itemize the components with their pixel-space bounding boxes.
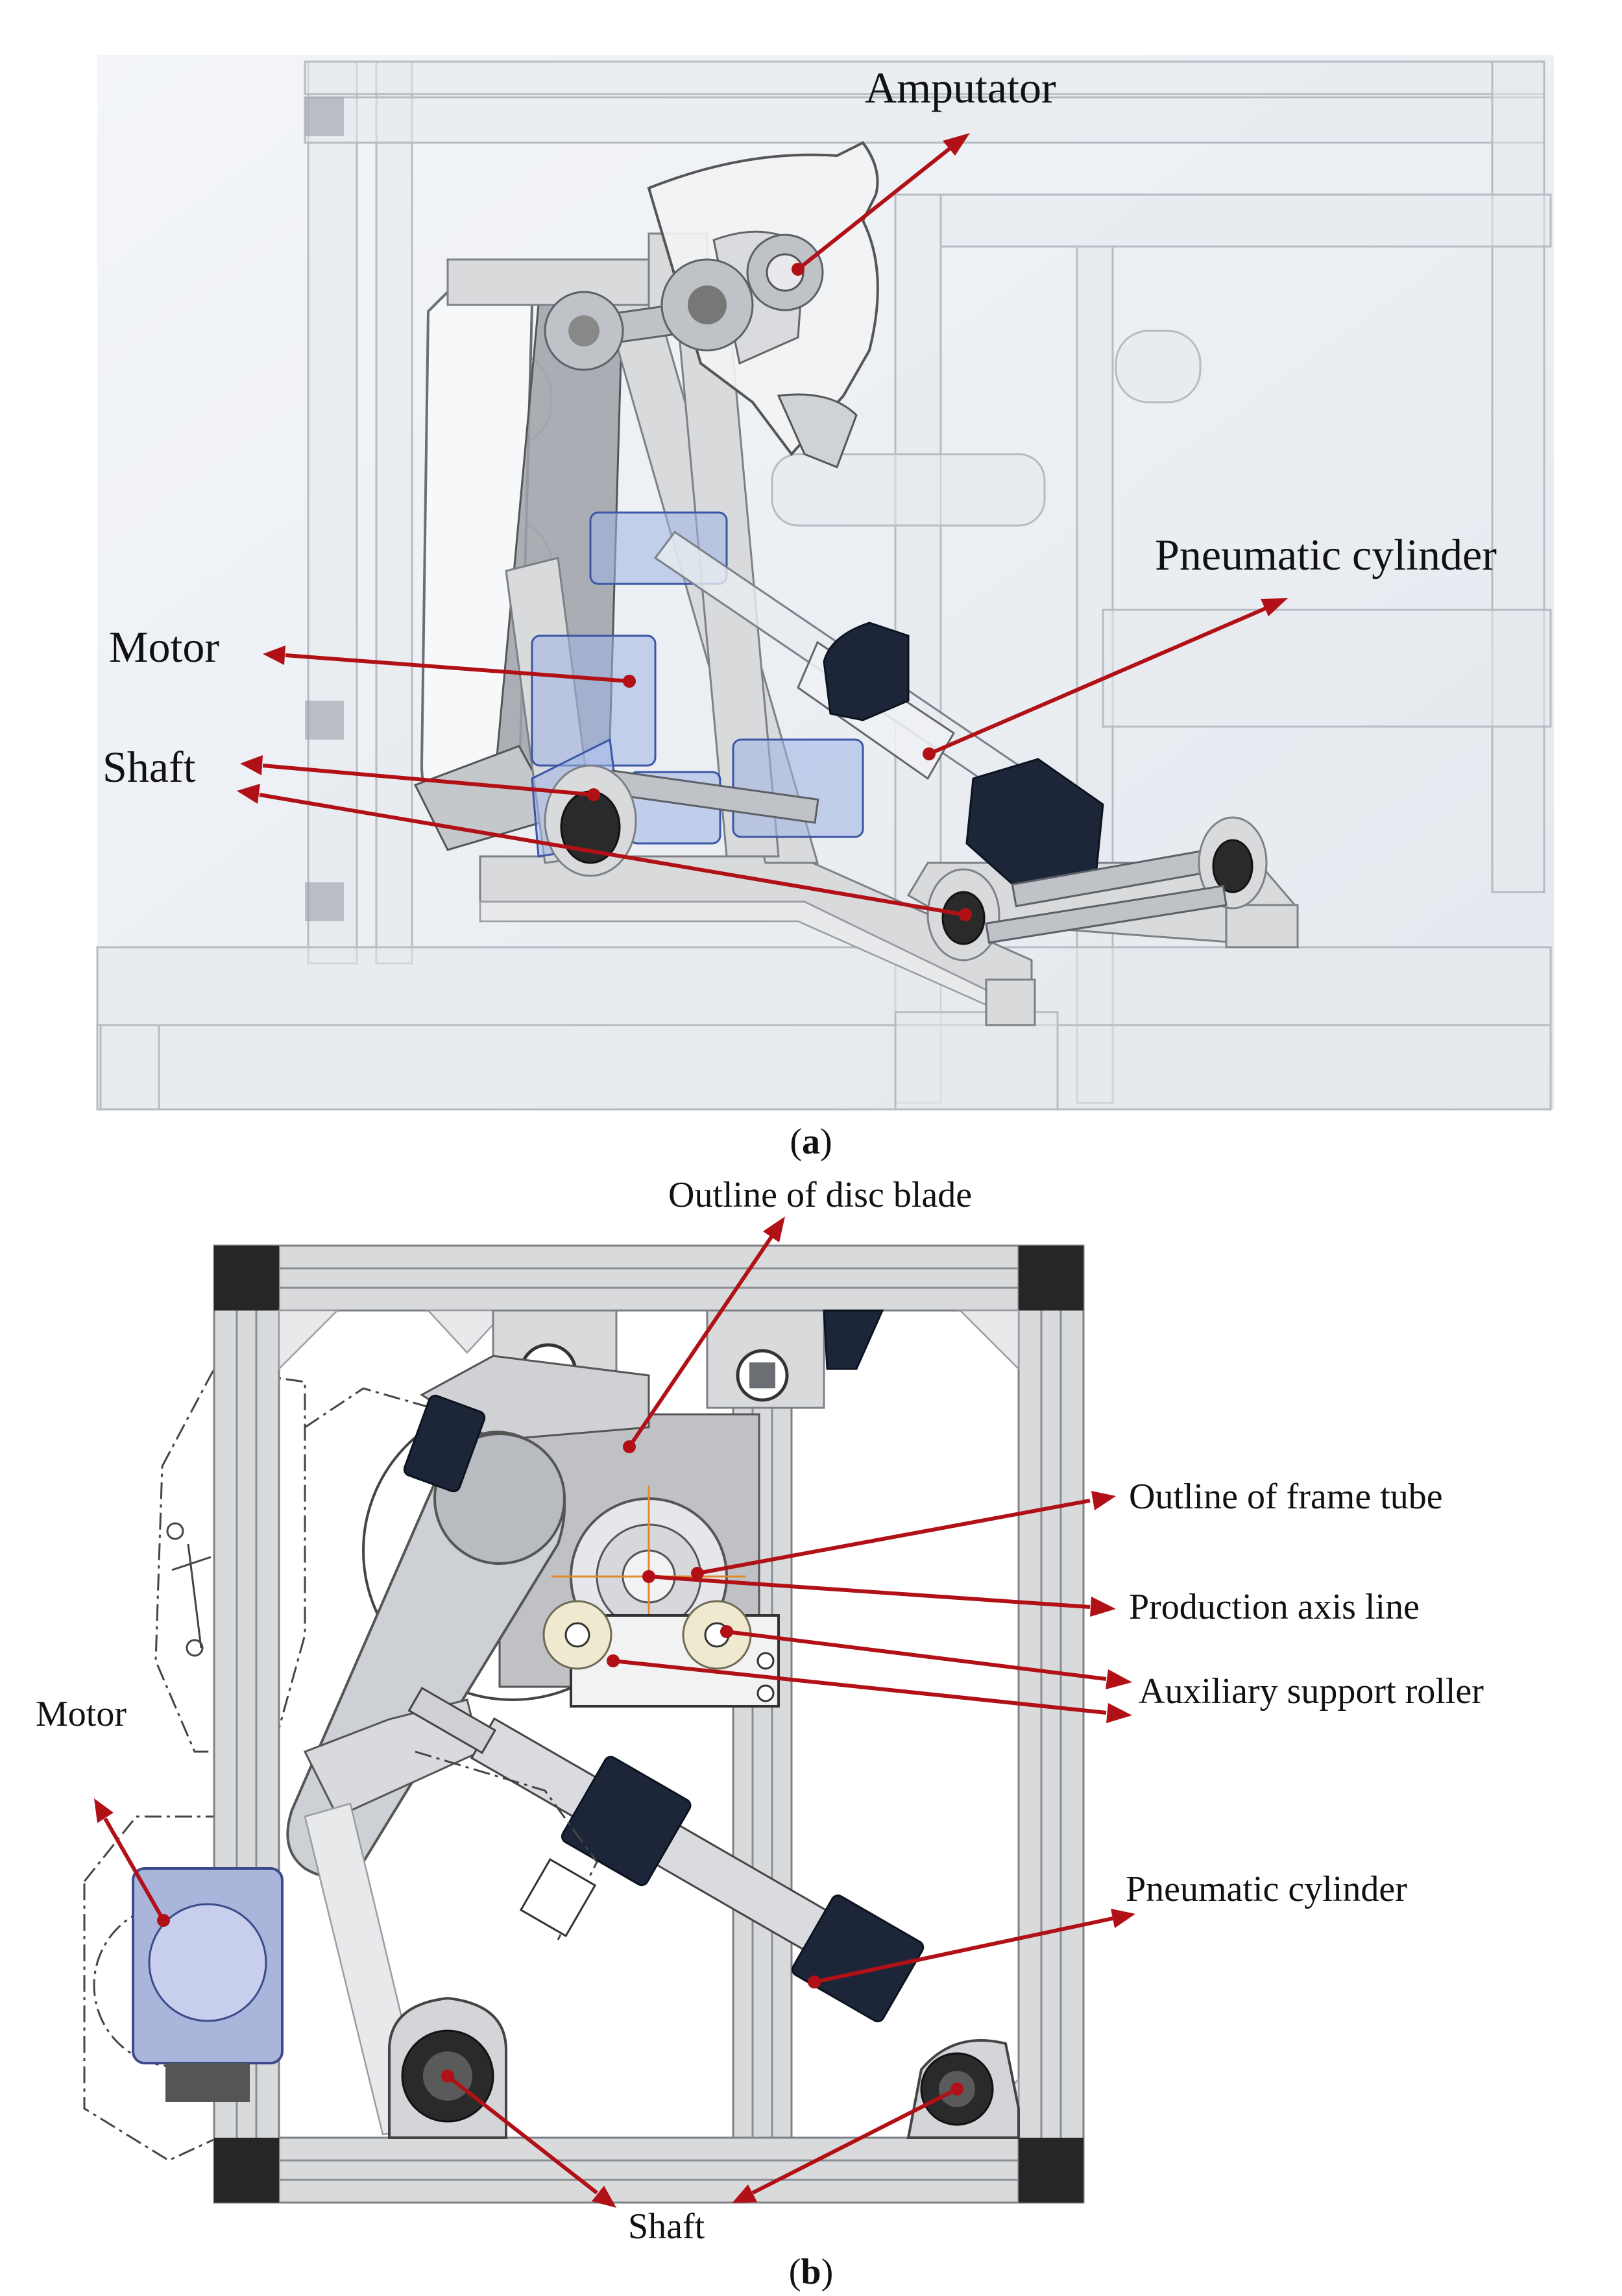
blue-brackets (531, 511, 864, 858)
callout-shaft-b-1 (441, 2070, 616, 2208)
callout-outline-frame-tube (691, 1491, 1116, 1580)
callout-shaft-a-1 (240, 755, 600, 801)
caption-a: (a) (790, 1122, 832, 1162)
label-motor-b: Motor (36, 1694, 127, 1734)
callout-production-axis-line (642, 1570, 1116, 1617)
callouts-a (237, 133, 1288, 921)
label-auxiliary-support-roller: Auxiliary support roller (1139, 1671, 1484, 1711)
caption-a-letter: a (802, 1122, 820, 1162)
label-pneumatic-cylinder-b: Pneumatic cylinder (1126, 1869, 1407, 1909)
shafts-b (388, 1996, 1020, 2139)
callout-motor-a (263, 646, 636, 688)
aux-rollers (542, 1600, 780, 1708)
label-motor-a: Motor (109, 622, 219, 671)
label-outline-frame-tube: Outline of frame tube (1129, 1477, 1443, 1517)
panel-a-render (96, 55, 1554, 1111)
caption-b: (b) (789, 2252, 833, 2292)
label-outline-disc-blade: Outline of disc blade (668, 1175, 972, 1215)
callout-shaft-b-2 (732, 2083, 963, 2203)
labels-a: Amputator Pneumatic cylinder Motor Shaft (103, 63, 1497, 792)
panel-b-drawing (83, 1244, 1085, 2204)
callout-pneumatic-cylinder-a (923, 598, 1288, 760)
ghost-frame (96, 60, 1552, 1111)
callout-pneumatic-cylinder-b (808, 1909, 1135, 1988)
label-production-axis-line: Production axis line (1129, 1587, 1420, 1627)
caption-b-letter: b (801, 2252, 821, 2292)
label-pneumatic-cylinder-a: Pneumatic cylinder (1155, 530, 1497, 579)
labels-b: Outline of disc blade Outline of frame t… (36, 1175, 1484, 2247)
callout-aux-roller-2 (607, 1654, 1132, 1723)
label-shaft-b: Shaft (628, 2206, 705, 2247)
pneumatic-cylinder-a (653, 530, 1261, 908)
callouts-b (94, 1216, 1135, 2208)
amputator-assembly (544, 141, 879, 468)
callout-motor-b (94, 1798, 170, 1927)
callout-shaft-a-2 (237, 784, 972, 921)
callout-outline-disc-blade (623, 1216, 785, 1453)
pneumatic-cylinder-b (407, 1686, 925, 2023)
motor-b (132, 1867, 284, 2102)
callout-amputator (792, 133, 970, 276)
label-shaft-a: Shaft (103, 742, 196, 792)
label-amputator: Amputator (865, 63, 1056, 112)
callout-aux-roller-1 (720, 1625, 1132, 1689)
